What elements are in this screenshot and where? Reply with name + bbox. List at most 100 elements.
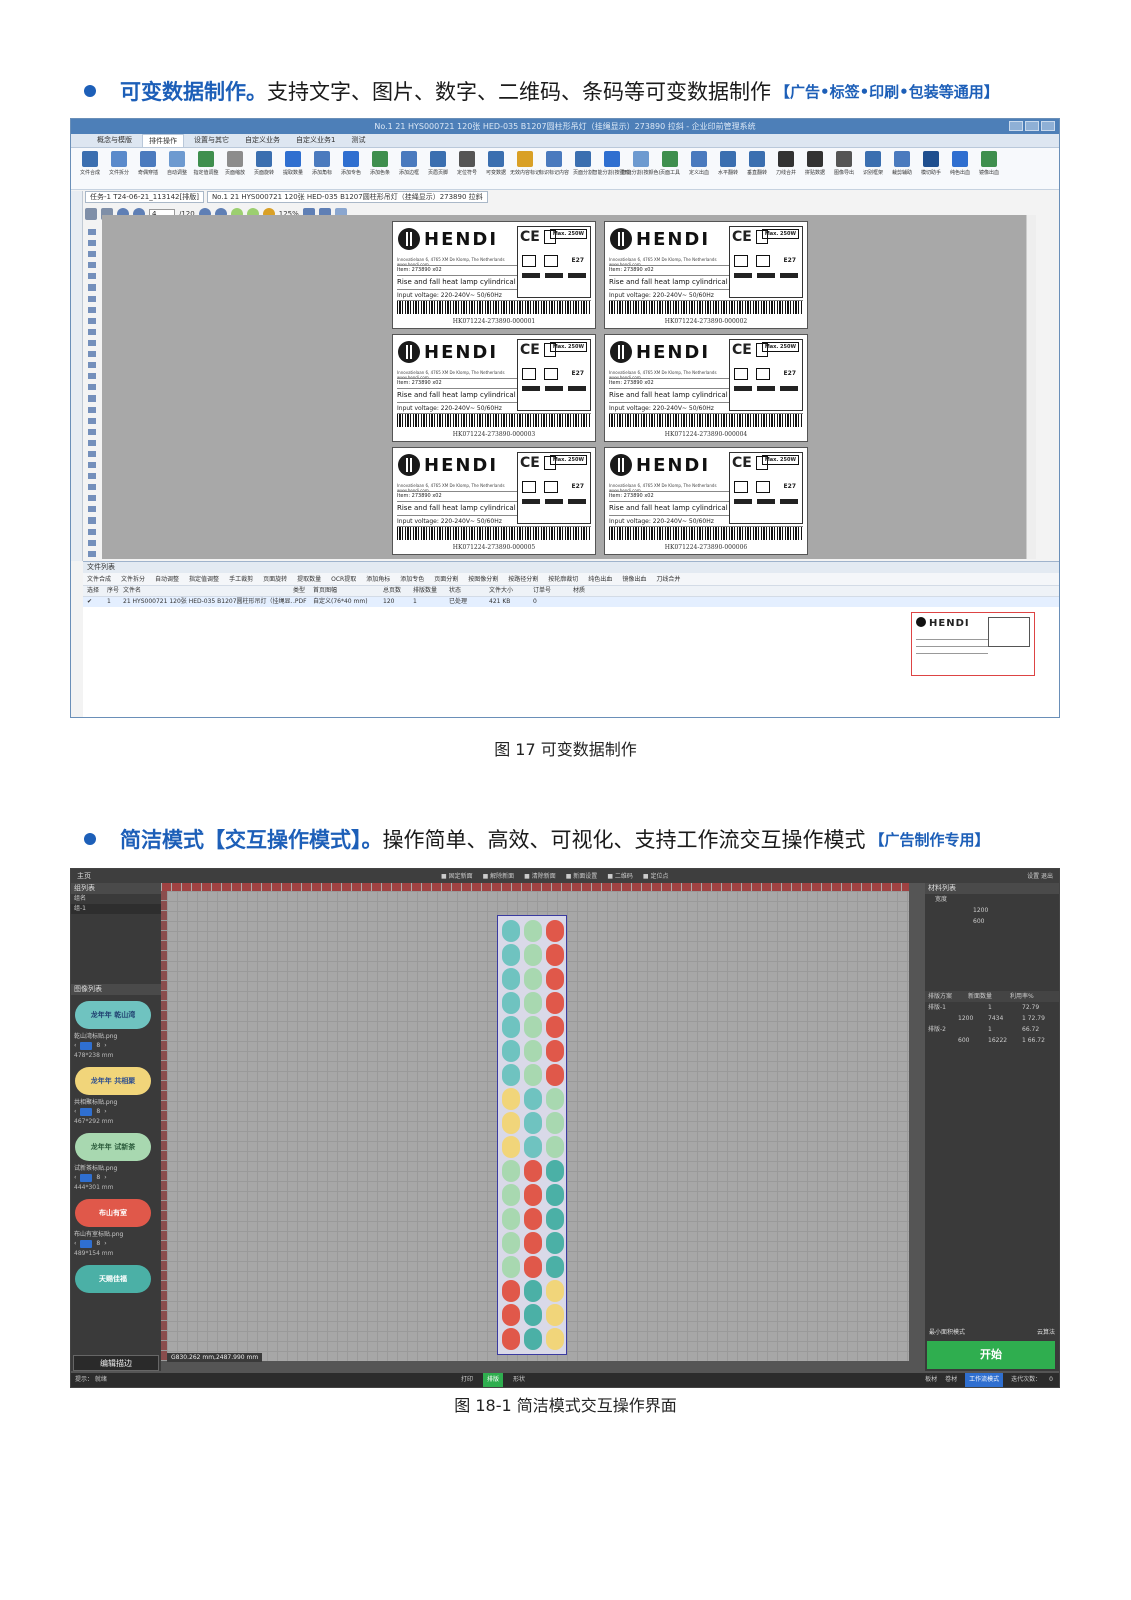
edit-stroke-button[interactable]: 编辑描边: [73, 1355, 159, 1371]
ribbon-button[interactable]: 添加边框: [396, 151, 422, 186]
increment-icon[interactable]: ›: [104, 1174, 107, 1181]
ribbon-button[interactable]: 页面工具: [657, 151, 683, 186]
top-tool-button[interactable]: ■ 解除新面: [482, 873, 515, 880]
tool-icon[interactable]: [88, 517, 96, 524]
tool-icon[interactable]: [88, 395, 96, 402]
ribbon-tab[interactable]: 自定义业务: [245, 136, 280, 144]
decrement-icon[interactable]: ‹: [74, 1042, 77, 1049]
tool-icon[interactable]: [88, 317, 96, 324]
tool-icon[interactable]: [88, 351, 96, 358]
ribbon-tab[interactable]: 自定义业务1: [296, 136, 336, 144]
tool-icon[interactable]: [88, 450, 96, 457]
file-tool-button[interactable]: OCR提取: [331, 576, 357, 583]
tool-icon[interactable]: [88, 306, 96, 313]
tool-icon[interactable]: [88, 528, 96, 535]
ribbon-button[interactable]: 添加角标: [309, 151, 335, 186]
file-tool-button[interactable]: 指定值调整: [189, 576, 220, 583]
min-area-option[interactable]: 最小面积模式: [929, 1328, 966, 1336]
file-tool-button[interactable]: 按路径分割: [508, 576, 539, 583]
decrement-icon[interactable]: ‹: [74, 1240, 77, 1247]
top-tool-button[interactable]: ■ 清除新面: [524, 873, 556, 880]
tool-icon[interactable]: [88, 262, 96, 269]
tool-icon[interactable]: [88, 439, 96, 446]
file-tool-button[interactable]: 手工裁剪: [229, 576, 254, 583]
top-tool-button[interactable]: ■ 新面设置: [565, 873, 598, 880]
image-count-control[interactable]: ‹8›: [71, 1173, 161, 1183]
image-thumbnail[interactable]: 龙年年 共相聚: [75, 1067, 151, 1095]
home-menu[interactable]: 主页: [77, 872, 91, 880]
count-box[interactable]: [80, 1174, 93, 1182]
table-cell[interactable]: ✔: [87, 598, 93, 605]
ribbon-button[interactable]: 可变数据: [483, 151, 509, 186]
ribbon-button[interactable]: 水平翻转: [715, 151, 741, 186]
start-button[interactable]: 开始: [927, 1341, 1055, 1369]
ribbon-button[interactable]: 镜像出血: [976, 151, 1002, 186]
zoom-level[interactable]: 125%: [278, 210, 299, 218]
ribbon-button[interactable]: 无效内容标记: [510, 151, 540, 186]
top-tool-button[interactable]: ■ 定位点: [642, 873, 669, 880]
tool-icon[interactable]: [88, 406, 96, 413]
tool-icon[interactable]: [88, 473, 96, 480]
file-tool-button[interactable]: 按轮廓裁切: [548, 576, 579, 583]
increment-icon[interactable]: ›: [104, 1042, 107, 1049]
increment-icon[interactable]: ›: [104, 1108, 107, 1115]
settings-exit[interactable]: 设置 退出: [1027, 873, 1053, 880]
increment-icon[interactable]: ›: [104, 1240, 107, 1247]
tool-icon[interactable]: [88, 495, 96, 502]
file-tool-button[interactable]: 自动调整: [155, 576, 180, 583]
cloud-algorithm-option[interactable]: 云算法: [1036, 1328, 1055, 1336]
file-tool-button[interactable]: 提取数量: [297, 576, 322, 583]
decrement-icon[interactable]: ‹: [74, 1108, 77, 1115]
maximize-icon[interactable]: [1025, 121, 1039, 131]
group-item[interactable]: 组-1: [71, 904, 161, 914]
tool-icon[interactable]: [88, 362, 96, 369]
ribbon-button[interactable]: 智能分割(按颜色): [622, 151, 660, 186]
material-row[interactable]: 600: [973, 918, 985, 925]
image-thumbnail[interactable]: 天赐佳福: [75, 1265, 151, 1293]
ribbon-tab[interactable]: 概念与模版: [97, 136, 132, 144]
tool-icon[interactable]: [88, 550, 96, 557]
material-row[interactable]: 1200: [973, 907, 989, 914]
tool-icon[interactable]: [88, 484, 96, 491]
ribbon-button[interactable]: 页眉页脚: [425, 151, 451, 186]
vertical-scrollbar[interactable]: [1026, 215, 1036, 559]
ribbon-button[interactable]: 页面旋转: [251, 151, 277, 186]
close-icon[interactable]: [1041, 121, 1055, 131]
ribbon-button[interactable]: 指定值调整: [193, 151, 219, 186]
tool-icon[interactable]: [88, 240, 96, 247]
top-tool-button[interactable]: ■ 固定新面: [441, 873, 473, 880]
ribbon-button[interactable]: 提取数量: [280, 151, 306, 186]
ribbon-button[interactable]: 文件拆分: [106, 151, 132, 186]
status-item[interactable]: 卷材: [945, 1376, 958, 1383]
tool-icon[interactable]: [88, 251, 96, 258]
mode-tab[interactable]: 形状: [513, 1376, 526, 1383]
tool-icon[interactable]: [88, 428, 96, 435]
file-tool-button[interactable]: 纯色出血: [588, 576, 613, 583]
ribbon-button[interactable]: 添加专色: [338, 151, 364, 186]
ribbon-button[interactable]: 裁剪辅助: [889, 151, 915, 186]
tool-icon[interactable]: [88, 373, 96, 380]
tool-icon[interactable]: [88, 284, 96, 291]
image-count-control[interactable]: ‹8›: [71, 1107, 161, 1117]
ribbon-button[interactable]: 页面缩放: [222, 151, 248, 186]
tool-icon[interactable]: [88, 273, 96, 280]
ribbon-button[interactable]: 自动调整: [164, 151, 190, 186]
tool-icon[interactable]: [88, 417, 96, 424]
ribbon-button[interactable]: 模切助手: [918, 151, 944, 186]
file-tool-button[interactable]: 页面旋转: [263, 576, 288, 583]
ribbon-button[interactable]: 标识标记内容: [539, 151, 569, 186]
tool-icon[interactable]: [88, 229, 96, 236]
ribbon-button[interactable]: 智能分割(按图形): [593, 151, 631, 186]
ribbon-button[interactable]: 添加色条: [367, 151, 393, 186]
file-tool-button[interactable]: 按图像分割: [468, 576, 499, 583]
ribbon-tab[interactable]: 测试: [351, 136, 366, 144]
tool-icon[interactable]: [88, 506, 96, 513]
ribbon-button[interactable]: 奇偶穿插: [135, 151, 161, 186]
count-box[interactable]: [80, 1240, 93, 1248]
top-tool-button[interactable]: ■ 二维码: [607, 873, 633, 880]
ribbon-button[interactable]: 定位符号: [454, 151, 480, 186]
decrement-icon[interactable]: ‹: [74, 1174, 77, 1181]
